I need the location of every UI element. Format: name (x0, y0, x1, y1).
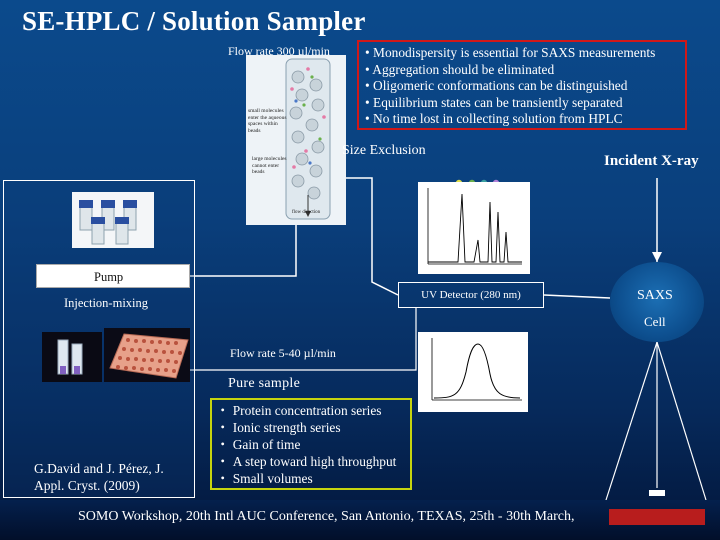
uv-detector-box: UV Detector (280 nm) (398, 282, 544, 308)
bullet-item: • Monodispersity is essential for SAXS m… (365, 45, 656, 60)
bullet-item: • No time lost in collecting solution fr… (365, 111, 623, 127)
injection-mixing-label: Injection-mixing (64, 296, 149, 310)
citation: G.David and J. Pérez, J. Appl. Cryst. (2… (34, 460, 164, 494)
pump-box (36, 264, 190, 288)
pump-label: Pump (94, 270, 124, 284)
size-exclusion-column-image (246, 55, 346, 225)
incident-xray-label: Incident X-ray (604, 153, 699, 169)
sample-vials-image (72, 192, 154, 248)
size-exclusion-label: Size Exclusion (342, 143, 426, 158)
advantages-box: ・ Protein concentration series ・ Ionic s… (210, 398, 412, 490)
cell-label: Cell (644, 314, 666, 329)
chromatogram-image (418, 182, 530, 274)
bullet-item: • Aggregation should be eliminated (365, 61, 555, 77)
saxs-cell-circle (610, 262, 704, 342)
bullet-item: ・ Small volumes (216, 471, 313, 486)
saxs-label: SAXS (637, 288, 673, 303)
column-label-flow: flow direction (292, 210, 321, 215)
footer-red-block (609, 509, 705, 525)
bullet-item: • Equilibrium states can be transiently … (365, 94, 623, 110)
flow-rate-top: Flow rate 300 µl/min (228, 44, 330, 58)
requirements-box: • Monodispersity is essential for SAXS m… (357, 40, 687, 130)
bullet-item: • Oligomeric conformations can be distin… (365, 78, 628, 94)
bullet-item: ・ A step toward high throughput (216, 454, 397, 469)
sample-plate-image (104, 328, 190, 382)
pure-sample-label: Pure sample (228, 376, 301, 391)
column-label-small: small molecules enter the aqueous spaces… (248, 108, 287, 134)
citation-line: G.David and J. Pérez, J. (34, 461, 164, 476)
column-label-large: large molecules cannot enter beads (252, 156, 287, 175)
elution-peak-image (418, 332, 528, 412)
micro-vials-image (42, 332, 102, 382)
footer-text: SOMO Workshop, 20th Intl AUC Conference,… (78, 509, 575, 524)
slide-title: SE-HPLC / Solution Sampler (22, 6, 366, 36)
citation-line: Appl. Cryst. (2009) (34, 478, 140, 493)
bullet-item: ・ Protein concentration series (216, 403, 382, 418)
bullet-item: ・ Ionic strength series (216, 420, 341, 435)
flow-rate-bottom: Flow rate 5-40 µl/min (230, 346, 336, 360)
bullet-item: ・ Gain of time (216, 437, 301, 452)
footer-bar (0, 500, 720, 540)
